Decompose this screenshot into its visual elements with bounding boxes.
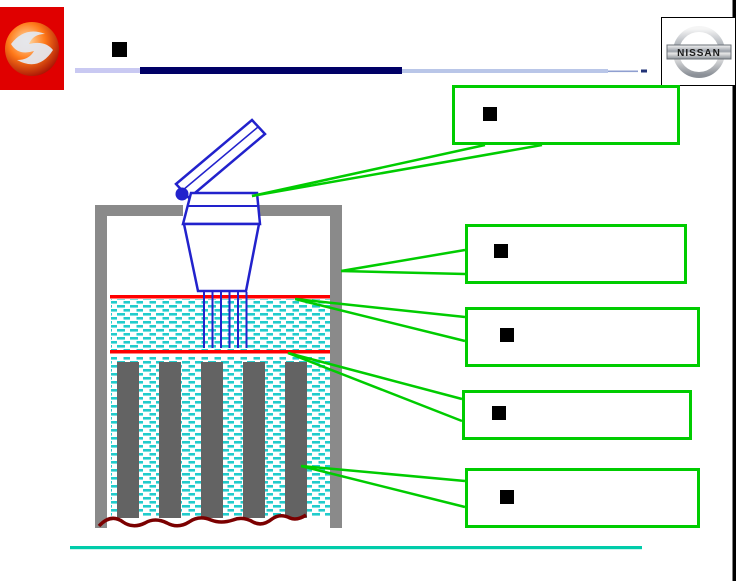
filler-cap [174,118,267,293]
strainer-tube [203,292,248,348]
title-bullet-icon [112,42,127,57]
sediment-line [97,513,307,528]
nissan-bar [666,44,731,59]
container [95,205,342,528]
nissan-logo: NISSAN [661,17,736,86]
nissan-emblem-icon: NISSAN [666,25,731,78]
callout-box-lower-level-line [462,390,692,440]
leader-upper-level [294,297,466,343]
leader-container-wall [340,248,466,273]
dongfeng-emblem-icon [5,21,59,76]
leader-electrolyte [300,464,466,509]
plate [117,362,139,518]
lower-level-line [110,350,332,354]
footer-line [70,546,642,550]
callout-box-electrolyte-plates [465,468,700,528]
container-top-right-rim [259,205,342,216]
plate [159,362,181,518]
leader-container-wall [340,269,466,276]
cap-lid-inner-line [182,126,259,191]
nissan-wordmark: NISSAN [677,48,721,59]
callout-box-container-wall [465,224,687,284]
slide-right-border [732,0,736,581]
container-left-wall [95,205,107,528]
container-top-left-rim [95,205,183,216]
plate [243,362,265,518]
cap-funnel [182,222,261,293]
callout-box-upper-level-line [465,307,700,367]
cap-hinge [175,187,189,201]
bullet-square-icon [500,490,514,504]
leader-filler-cap [251,143,543,198]
callout-leaders [251,143,543,509]
leader-lower-level [287,351,463,423]
plate [285,362,307,518]
leader-lower-level [287,351,463,401]
bullet-square-icon [483,107,497,121]
leader-filler-cap [251,143,486,198]
battery-plates [117,362,307,518]
cap-body [181,191,262,226]
callout-box-filler-cap [452,85,680,145]
bullet-square-icon [500,328,514,342]
title-underline [75,67,647,74]
leader-electrolyte [300,464,466,483]
dongfeng-logo [0,7,64,90]
leader-upper-level [294,297,466,319]
bullet-square-icon [492,406,506,420]
bullet-square-icon [494,244,508,258]
plate [201,362,223,518]
